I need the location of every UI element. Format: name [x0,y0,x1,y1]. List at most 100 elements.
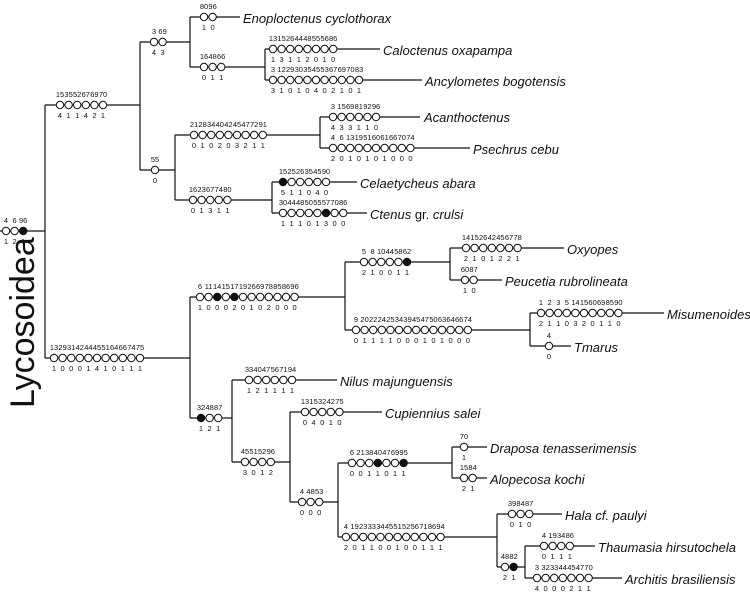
homoplasy-marker [306,497,315,507]
character-number: 26 [479,233,487,242]
character-number: 34 [557,531,565,540]
character-state: 1 [568,552,572,561]
character-state: 0 [547,352,551,361]
character-number: 3 [556,298,560,307]
character-number: 86 [428,522,436,531]
character-state: 0 [466,336,470,345]
homoplasy-marker [244,375,254,385]
character-state: 1 [273,386,277,395]
character-state: 1 [201,141,205,150]
character-number: 24 [378,315,386,324]
character-state: 1 [608,319,612,328]
homoplasy-marker [208,62,217,72]
character-state: 2 [232,303,236,312]
character-state: 1 [86,364,90,373]
homoplasy-marker [315,497,324,507]
character-number: 60 [461,265,469,274]
homoplasy-marker [412,325,421,335]
homoplasy-marker [565,541,574,551]
homoplasy-marker [67,353,76,363]
homoplasy-marker [189,130,199,140]
taxon-peucetia-rubrolineata: Peucetia rubrolineata [505,274,628,289]
character-number: 15 [56,90,64,99]
character-state: 0 [510,520,514,529]
synapomorphy-marker [373,458,382,468]
homoplasy-marker [281,292,291,302]
character-number: 38 [365,448,373,457]
character-state: 1 [138,364,142,373]
character-number: 3 [152,27,156,36]
character-state: 0 [431,336,435,345]
character-state: 0 [591,319,595,328]
character-number: 67 [82,90,90,99]
character-number: 83 [355,65,363,74]
character-state: 2 [208,424,212,433]
character-state: 0 [305,86,309,95]
character-number: 52 [73,90,81,99]
character-state: 4 [95,364,99,373]
homoplasy-marker [337,75,346,85]
character-number: 42 [76,343,84,352]
character-state: 0 [202,73,206,82]
homoplasy-marker [436,532,445,542]
homoplasy-marker [525,509,534,519]
homoplasy-marker [330,208,339,218]
homoplasy-marker [195,292,205,302]
homoplasy-marker [367,532,376,542]
character-number: 90 [614,298,622,307]
character-number: 94 [436,522,444,531]
taxon-enoploctenus-cyclothorax: Enoploctenus cyclothorax [243,11,392,26]
character-state: 0 [226,141,230,150]
homoplasy-marker [539,541,549,551]
character-state: 1 [104,364,108,373]
homoplasy-marker [516,509,525,519]
character-state: 3 [340,123,344,132]
homoplasy-marker [562,308,571,318]
character-number: 67 [206,185,214,194]
homoplasy-marker [584,573,593,583]
character-number: 47 [262,365,270,374]
character-state: 1 [463,286,467,295]
synapomorphy-marker [399,458,408,468]
character-number: 4 [331,133,335,142]
homoplasy-marker [329,75,338,85]
homoplasy-marker [320,75,329,85]
homoplasy-marker [377,325,386,335]
character-number: 15 [470,233,478,242]
character-number: 84 [516,499,524,508]
homoplasy-marker [394,325,404,335]
character-state: 2 [569,584,573,593]
homoplasy-marker [58,353,67,363]
character-state: 0 [359,469,363,478]
character-state: 0 [191,206,195,215]
character-state: 1 [376,469,380,478]
character-number: 69 [256,282,264,291]
character-state: 0 [153,176,157,185]
character-number: 26 [286,34,294,43]
character-state: 1 [340,86,344,95]
homoplasy-marker [504,243,514,253]
character-number: 44 [287,198,295,207]
character-state: 1 [260,468,264,477]
homoplasy-marker [356,458,365,468]
character-state: 1 [365,123,369,132]
homoplasy-marker [459,473,469,483]
character-number: 82 [509,552,517,561]
character-number: 45 [567,563,575,572]
character-state: 1 [357,86,361,95]
character-number: 56 [411,522,419,531]
homoplasy-marker [311,44,321,54]
homoplasy-marker [532,573,542,583]
homoplasy-marker [318,407,327,417]
character-number: 45 [412,315,420,324]
character-number: 80 [200,2,208,11]
character-state: 2 [462,484,466,493]
character-state: 1 [202,23,206,32]
character-number: 48 [208,52,216,61]
